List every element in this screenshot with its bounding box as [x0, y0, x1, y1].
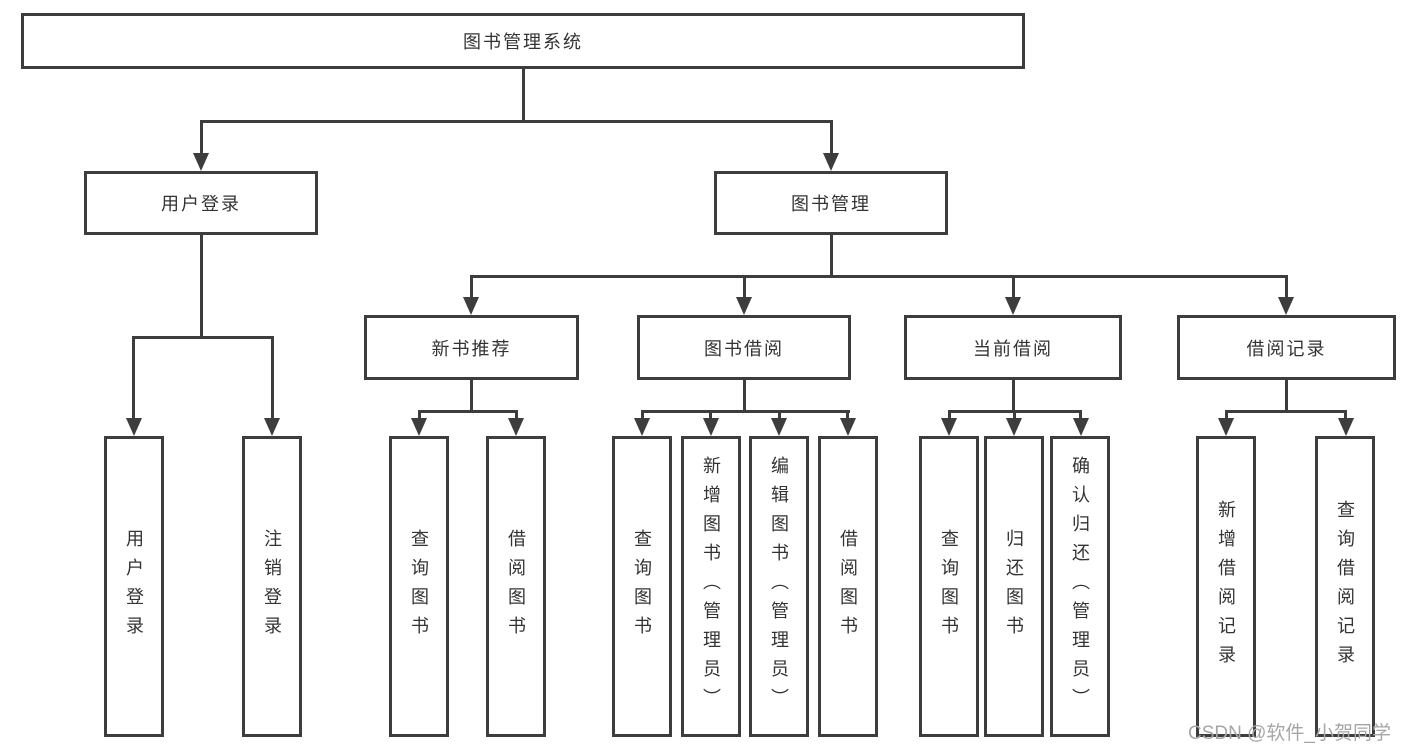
leaf-query-books-current-label: 查询图书 [939, 528, 959, 645]
leaf-add-books-admin-label: 新增图书（管理员） [701, 456, 721, 717]
connector-line [470, 275, 473, 299]
leaf-user-login: 用户登录 [104, 436, 164, 737]
arrowhead-down-icon [941, 418, 957, 436]
connector-line [418, 410, 421, 420]
connector-line [200, 120, 203, 154]
arrowhead-down-icon [736, 297, 752, 315]
arrowhead-down-icon [771, 418, 787, 436]
connector-line [641, 410, 644, 420]
connector-line [709, 410, 712, 420]
connector-line [1012, 380, 1015, 412]
connector-line [522, 69, 525, 123]
connector-line [200, 235, 203, 338]
node-book-borrowing: 图书借阅 [637, 315, 851, 380]
connector-line [743, 275, 746, 299]
node-user-login-label: 用户登录 [161, 194, 241, 214]
csdn-watermark: CSDN @软件_小贺同学 [1188, 723, 1391, 744]
leaf-return-books-label: 归还图书 [1004, 528, 1024, 645]
connector-line [846, 410, 849, 420]
node-new-book-recommendation: 新书推荐 [364, 315, 579, 380]
arrowhead-down-icon [823, 153, 839, 171]
node-root: 图书管理系统 [21, 13, 1025, 69]
connector-line [743, 380, 746, 412]
arrowhead-down-icon [634, 418, 650, 436]
node-new-book-recommendation-label: 新书推荐 [431, 338, 512, 359]
connector-line [1013, 410, 1016, 420]
leaf-query-books-recommend: 查询图书 [389, 436, 449, 737]
arrowhead-down-icon [1278, 297, 1294, 315]
leaf-query-books-current: 查询图书 [919, 436, 979, 737]
connector-line [470, 380, 473, 412]
node-borrowing-records-label: 借阅记录 [1246, 338, 1327, 359]
arrowhead-down-icon [193, 153, 209, 171]
connector-line [1344, 410, 1347, 420]
leaf-borrow-books-recommend: 借阅图书 [486, 436, 546, 737]
leaf-add-borrow-record-label: 新增借阅记录 [1216, 499, 1236, 674]
leaf-query-books-recommend-label: 查询图书 [409, 528, 429, 645]
leaf-borrow-books: 借阅图书 [818, 436, 878, 737]
leaf-confirm-return-admin: 确认归还（管理员） [1050, 436, 1110, 737]
leaf-edit-books-admin-label: 编辑图书（管理员） [769, 456, 789, 717]
connector-line [418, 410, 518, 413]
leaf-query-borrow-record: 查询借阅记录 [1315, 436, 1375, 737]
leaf-return-books: 归还图书 [984, 436, 1044, 737]
arrowhead-down-icon [508, 418, 524, 436]
node-current-borrowing: 当前借阅 [904, 315, 1122, 380]
connector-line [1285, 380, 1288, 412]
node-book-management-label: 图书管理 [791, 194, 871, 214]
arrowhead-down-icon [411, 418, 427, 436]
arrowhead-down-icon [1338, 418, 1354, 436]
connector-line [1225, 410, 1228, 420]
node-current-borrowing-label: 当前借阅 [973, 338, 1053, 359]
arrowhead-down-icon [703, 418, 719, 436]
connector-line [1079, 410, 1082, 420]
leaf-borrow-books-label: 借阅图书 [838, 528, 858, 645]
connector-line [200, 120, 832, 123]
leaf-query-books-borrowing-label: 查询图书 [632, 528, 652, 645]
connector-line [132, 336, 273, 339]
leaf-add-books-admin: 新增图书（管理员） [681, 436, 741, 737]
arrowhead-down-icon [1005, 297, 1021, 315]
connector-line [515, 410, 518, 420]
leaf-logout: 注销登录 [242, 436, 302, 737]
leaf-logout-label: 注销登录 [262, 528, 282, 645]
connector-line [271, 336, 274, 419]
arrowhead-down-icon [264, 418, 280, 436]
leaf-confirm-return-admin-label: 确认归还（管理员） [1070, 456, 1090, 717]
connector-line [1285, 275, 1288, 299]
node-book-management: 图书管理 [714, 171, 948, 235]
connector-line [1225, 410, 1347, 413]
leaf-query-borrow-record-label: 查询借阅记录 [1335, 499, 1355, 674]
node-user-login: 用户登录 [84, 171, 318, 235]
connector-line [470, 275, 1287, 278]
arrowhead-down-icon [1073, 418, 1089, 436]
connector-line [830, 235, 833, 278]
leaf-edit-books-admin: 编辑图书（管理员） [749, 436, 809, 737]
node-book-borrowing-label: 图书借阅 [704, 338, 784, 359]
connector-line [641, 410, 850, 413]
arrowhead-down-icon [1006, 418, 1022, 436]
arrowhead-down-icon [1218, 418, 1234, 436]
leaf-user-login-label: 用户登录 [124, 528, 144, 645]
connector-line [948, 410, 951, 420]
connector-line [778, 410, 781, 420]
arrowhead-down-icon [840, 418, 856, 436]
leaf-add-borrow-record: 新增借阅记录 [1196, 436, 1256, 737]
node-borrowing-records: 借阅记录 [1177, 315, 1396, 380]
connector-line [1012, 275, 1015, 299]
leaf-query-books-borrowing: 查询图书 [612, 436, 672, 737]
arrowhead-down-icon [126, 418, 142, 436]
connector-line [132, 336, 135, 419]
node-root-label: 图书管理系统 [463, 32, 583, 52]
arrowhead-down-icon [463, 297, 479, 315]
connector-line [830, 120, 833, 154]
leaf-borrow-books-recommend-label: 借阅图书 [506, 528, 526, 645]
